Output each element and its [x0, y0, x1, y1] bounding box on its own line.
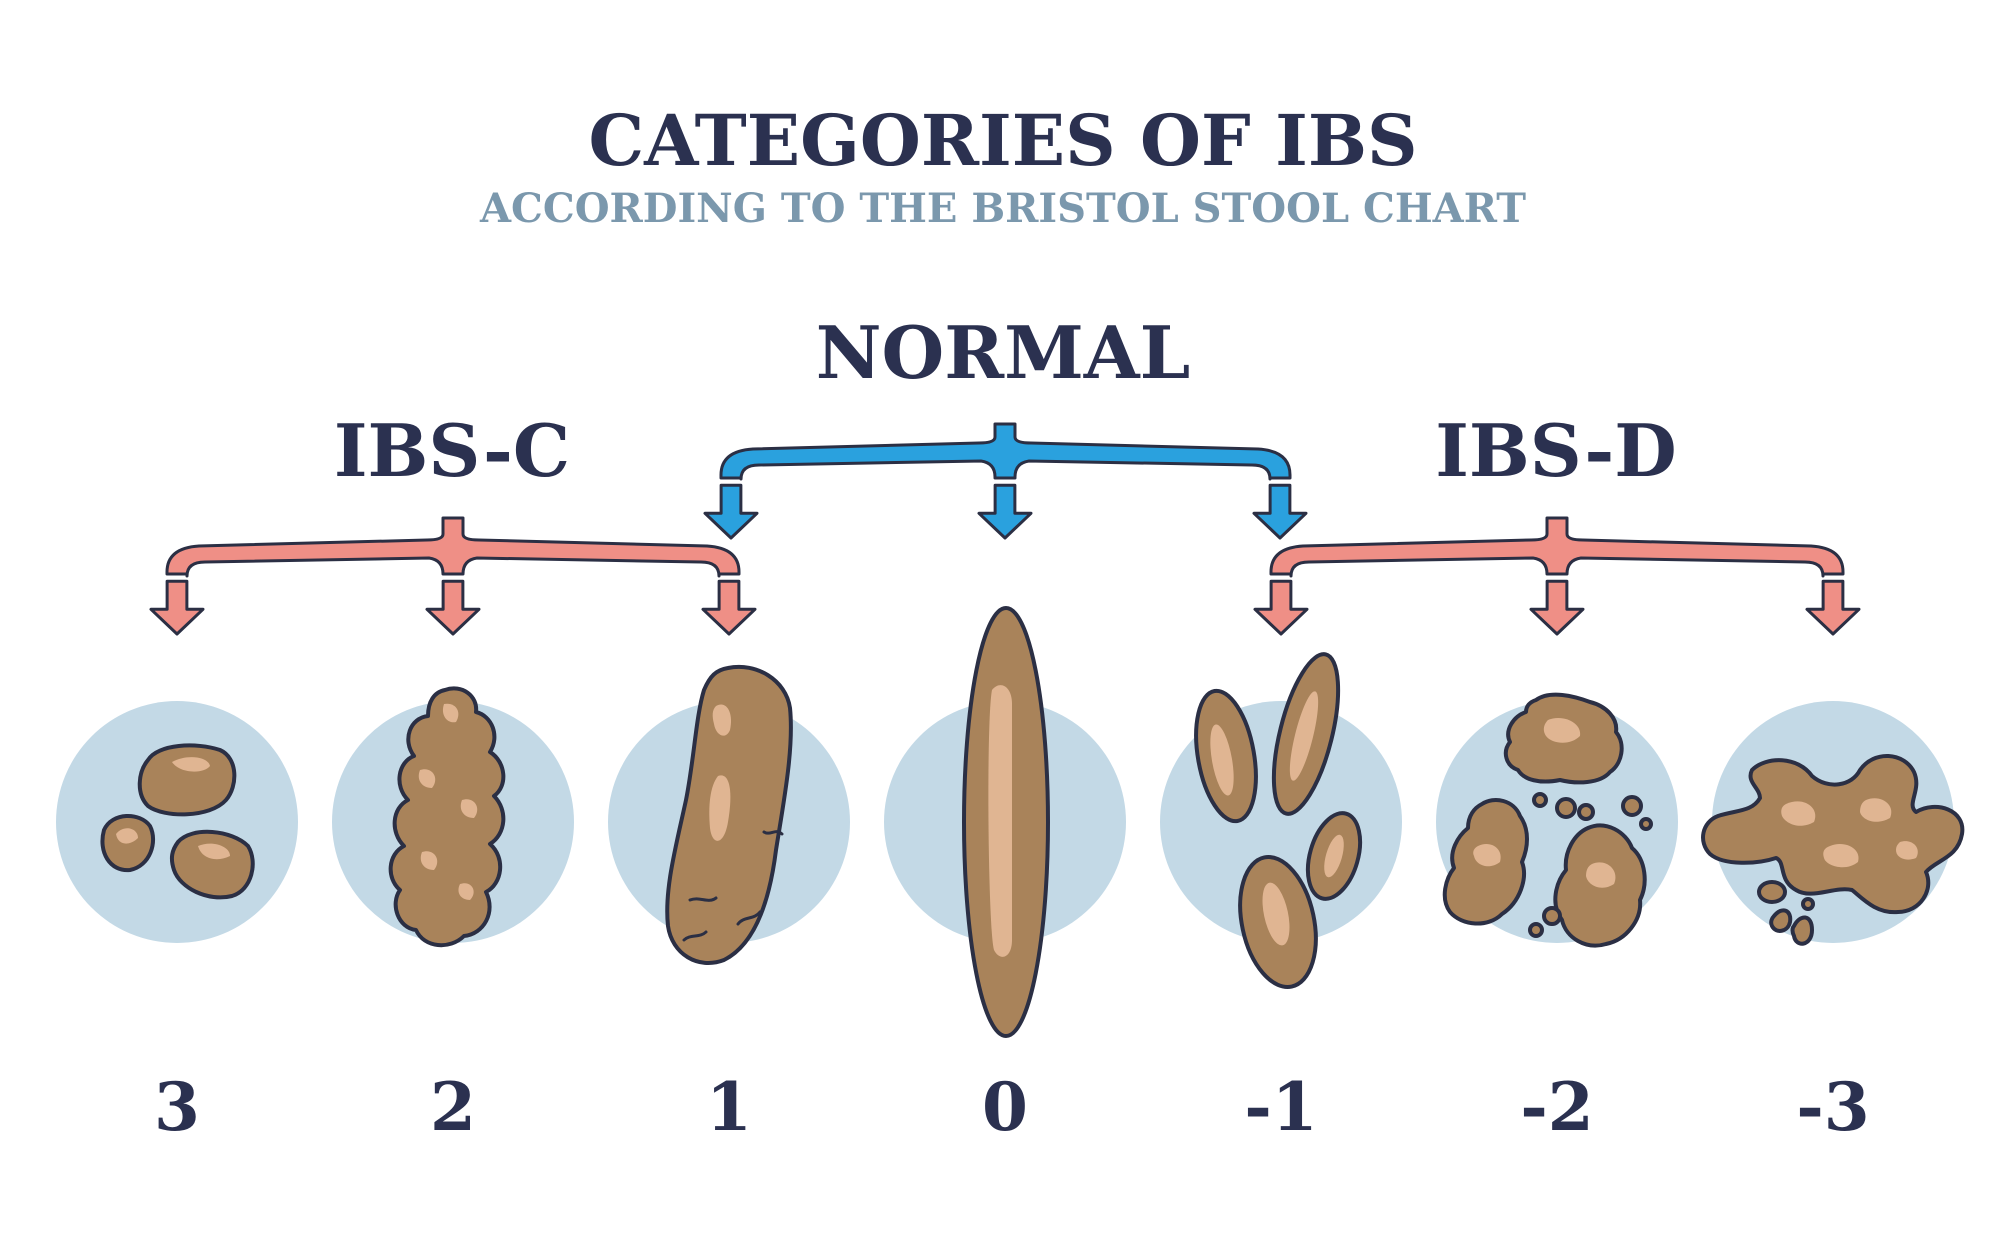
ibs-d-arrow-arrowhead-left: [1253, 579, 1309, 636]
type-number-0: 0: [982, 1068, 1028, 1146]
ibs-d-arrow-arrowhead-right: [1805, 579, 1861, 636]
ibs-d-arrow-arrowhead-center: [1529, 579, 1585, 636]
ibs-c-arrow-arrowhead-left: [149, 579, 205, 636]
normal-arrows: [703, 422, 1308, 540]
normal-arrow-arrowhead-right: [1252, 483, 1308, 540]
normal-arrow-bar: [719, 422, 1292, 481]
ibs-c-label: IBS-C: [334, 408, 570, 493]
stool-fluffy-pieces-icon: [1442, 692, 1653, 948]
stool-lumpy-sausage-icon: [388, 686, 506, 948]
type-number-3: 3: [154, 1068, 200, 1146]
type-number-1: 1: [706, 1068, 752, 1146]
ibs-c-arrow-bar: [165, 516, 741, 578]
normal-arrow-arrowhead-left: [703, 483, 759, 540]
stool-lumps-icon: [100, 743, 255, 900]
ibs-d-label: IBS-D: [1435, 408, 1677, 493]
stool-cracked-sausage-icon: [665, 664, 793, 965]
stool-smooth-snake-icon: [962, 606, 1050, 1038]
type-number-neg1: -1: [1244, 1068, 1317, 1146]
normal-arrow-arrowhead-center: [977, 483, 1033, 540]
type-number-labels: 3 2 1 0 -1 -2 -3: [154, 1068, 1870, 1146]
ibs-c-arrows: [149, 516, 757, 636]
stool-watery-splat-icon: [1701, 754, 1965, 946]
ibs-d-arrow-bar: [1269, 516, 1845, 578]
diagram-subtitle: ACCORDING TO THE BRISTOL STOOL CHART: [479, 185, 1526, 232]
diagram-title: CATEGORIES OF IBS: [588, 99, 1417, 182]
ibs-c-arrow-arrowhead-right: [701, 579, 757, 636]
circle-type-3: [56, 701, 298, 943]
ibs-d-arrows: [1253, 516, 1861, 636]
normal-label: NORMAL: [816, 310, 1191, 395]
type-number-2: 2: [430, 1068, 476, 1146]
stool-soft-blobs-icon: [1194, 652, 1363, 989]
type-number-neg2: -2: [1520, 1068, 1593, 1146]
type-number-neg3: -3: [1796, 1068, 1869, 1146]
ibs-c-arrow-arrowhead-center: [425, 579, 481, 636]
